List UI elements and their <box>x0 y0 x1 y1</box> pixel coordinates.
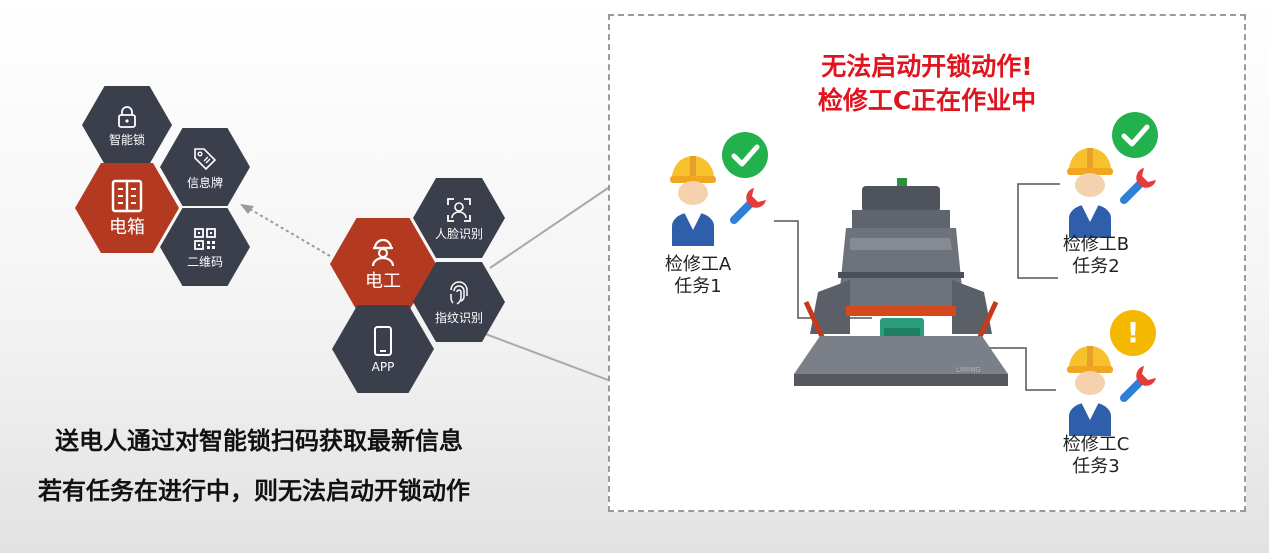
worker-a-task: 任务1 <box>674 276 722 297</box>
electric-box-label: 电箱 <box>109 217 145 238</box>
qr-code-label: 二维码 <box>186 254 223 269</box>
dotted-arrow-line <box>247 207 331 257</box>
wrench-icon <box>730 188 766 224</box>
worker-b-label: 检修工B 任务2 <box>1042 234 1150 278</box>
worker-c-avatar <box>1067 346 1113 436</box>
fingerprint-icon <box>450 280 468 305</box>
electrician-label: 电工 <box>365 271 401 292</box>
worker-c-label: 检修工C 任务3 <box>1042 434 1150 478</box>
alert-line-2: 检修工C正在作业中 <box>817 86 1037 115</box>
arrow-head <box>240 204 254 214</box>
worker-b-name: 检修工B <box>1062 234 1130 255</box>
caption-line-1: 送电人通过对智能锁扫码获取最新信息 <box>55 427 463 455</box>
zoom-line-top <box>489 187 609 269</box>
app-label: APP <box>371 359 395 374</box>
warning-icon: ! <box>1110 310 1156 356</box>
hex-face-id: 人脸识别 <box>413 178 505 258</box>
fingerprint-label: 指纹识别 <box>434 310 483 325</box>
worker-icon <box>371 238 395 267</box>
hex-fingerprint: 指纹识别 <box>413 262 505 342</box>
smart-lock-label: 智能锁 <box>108 132 145 147</box>
phone-icon <box>374 325 392 356</box>
check-icon <box>722 132 768 178</box>
hex-info-card: 信息牌 <box>160 128 250 206</box>
detail-panel: 无法启动开锁动作! 检修工C正在作业中 LIMING <box>608 14 1246 512</box>
alert-line-1: 无法启动开锁动作! <box>821 52 1033 81</box>
wrench-icon <box>1120 366 1156 402</box>
cabinet-icon <box>111 179 143 213</box>
worker-c-name: 检修工C <box>1062 434 1130 455</box>
connector-worker-b <box>1017 183 1060 279</box>
worker-a-name: 检修工A <box>664 254 732 275</box>
worker-b-task: 任务2 <box>1072 256 1120 277</box>
lock-icon <box>118 105 136 128</box>
qr-code-icon <box>194 227 216 250</box>
connector-worker-c <box>958 347 1056 391</box>
mill-machine: LIMING <box>794 178 1008 386</box>
worker-a-label: 检修工A 任务1 <box>644 254 752 298</box>
face-scan-icon <box>447 197 471 222</box>
hex-smart-lock: 智能锁 <box>82 86 172 164</box>
hex-qr-code: 二维码 <box>160 208 250 286</box>
tag-icon <box>194 147 217 170</box>
wrench-icon <box>1120 168 1156 204</box>
zoom-line-bottom <box>474 329 609 381</box>
caption-line-2: 若有任务在进行中，则无法启动开锁动作 <box>38 477 470 505</box>
worker-a-avatar <box>670 156 716 246</box>
face-id-label: 人脸识别 <box>434 226 483 241</box>
machine-logo: LIMING <box>956 366 981 374</box>
info-card-label: 信息牌 <box>186 175 223 190</box>
worker-b-avatar <box>1067 148 1113 238</box>
check-icon <box>1112 112 1158 158</box>
worker-c-task: 任务3 <box>1072 456 1120 477</box>
